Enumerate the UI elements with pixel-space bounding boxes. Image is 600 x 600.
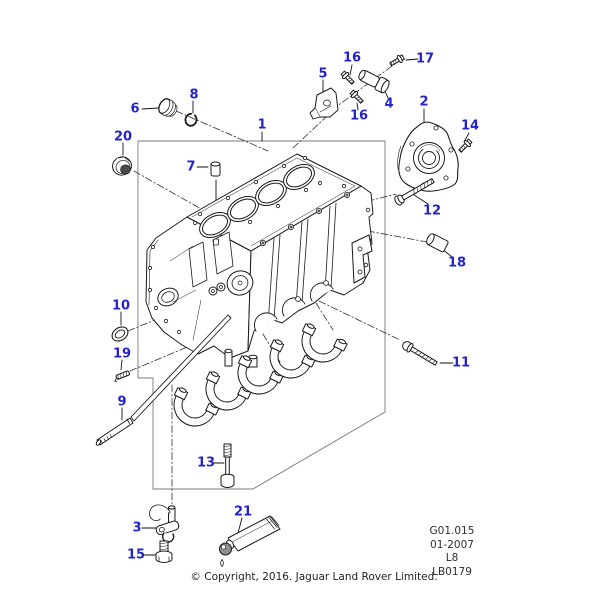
- callout-16b[interactable]: 16: [349, 108, 369, 124]
- callout-18[interactable]: 18: [447, 255, 467, 271]
- part-clip-ring: [184, 112, 198, 127]
- callout-8[interactable]: 8: [189, 87, 199, 103]
- callout-5[interactable]: 5: [318, 66, 328, 82]
- part-seal-housing: [397, 121, 459, 192]
- part-sensor: [358, 69, 390, 94]
- callout-19[interactable]: 19: [112, 346, 132, 362]
- callout-13[interactable]: 13: [196, 455, 216, 471]
- callout-21[interactable]: 21: [233, 504, 253, 520]
- callout-14[interactable]: 14: [460, 118, 480, 134]
- callout-11[interactable]: 11: [451, 355, 471, 371]
- part-bolt-13: [220, 443, 235, 488]
- ref-drawing-code: LB0179: [432, 565, 472, 578]
- part-engine-block: [145, 153, 374, 368]
- callout-7[interactable]: 7: [186, 159, 196, 175]
- part-sealant-tube: [219, 515, 281, 567]
- part-dipstick-tube: [95, 314, 232, 446]
- callout-17[interactable]: 17: [415, 51, 435, 67]
- callout-3[interactable]: 3: [132, 520, 142, 536]
- part-bolt-12: [394, 178, 435, 206]
- part-pin: [114, 370, 130, 383]
- part-oil-jet: [149, 504, 180, 543]
- callout-4[interactable]: 4: [384, 96, 394, 112]
- copyright-notice: © Copyright, 2016. Jaguar Land Rover Lim…: [190, 571, 438, 583]
- part-bolt-16b: [349, 89, 364, 104]
- part-cup-plug: [426, 233, 449, 253]
- part-seal-ring: [111, 326, 129, 342]
- callout-6[interactable]: 6: [130, 101, 140, 117]
- callout-15[interactable]: 15: [126, 547, 146, 563]
- part-dowel: [210, 161, 221, 246]
- part-bolt-17: [389, 54, 405, 67]
- callout-1[interactable]: 1: [257, 117, 267, 133]
- part-threaded-plug: [158, 98, 178, 117]
- callout-16a[interactable]: 16: [342, 50, 362, 66]
- ref-date-code: 01-2007: [430, 538, 474, 551]
- part-bolt-16a: [340, 70, 355, 85]
- callout-12[interactable]: 12: [422, 203, 442, 219]
- main-bearing-caps: [173, 323, 348, 427]
- cylinder-bores: [199, 163, 315, 239]
- callout-10[interactable]: 10: [111, 298, 131, 314]
- part-hex-plug: [112, 156, 132, 176]
- assembly-boundary-box: [137, 140, 386, 490]
- reference-code-block: G01.015 01-2007 L8 LB0179: [406, 525, 498, 579]
- callout-20[interactable]: 20: [113, 129, 133, 145]
- part-bolt-15: [155, 540, 173, 563]
- part-bolt-14: [458, 138, 473, 153]
- ref-engine-code: L8: [445, 552, 459, 564]
- part-sensor-bracket: [309, 87, 339, 120]
- callout-9[interactable]: 9: [117, 394, 127, 410]
- part-bolt-11: [402, 341, 438, 366]
- ref-figure-code: G01.015: [429, 525, 475, 537]
- callout-2[interactable]: 2: [419, 94, 429, 110]
